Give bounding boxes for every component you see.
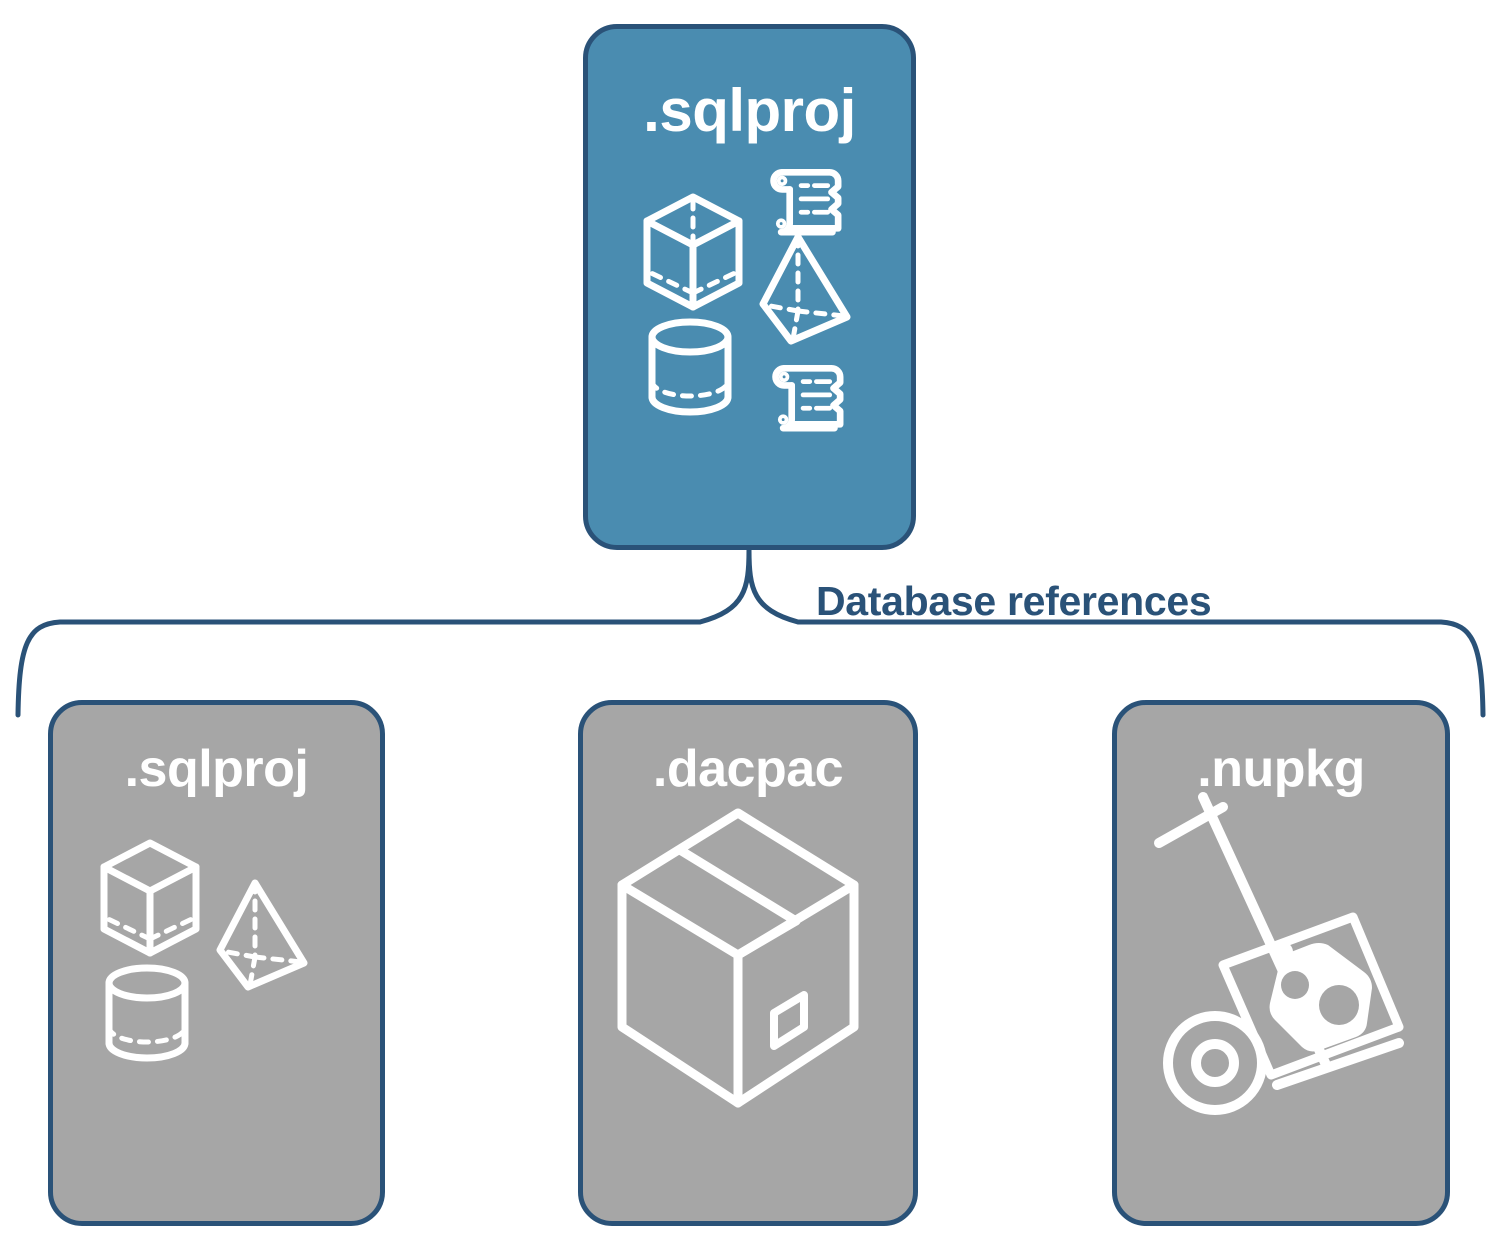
- node-root-sqlproj[interactable]: .sqlproj: [583, 24, 916, 550]
- cube-wireframe-icon: [643, 193, 742, 311]
- scroll-script-icon: [771, 364, 843, 432]
- node-ref-dacpac-label: .dacpac: [652, 740, 844, 798]
- node-ref-nupkg[interactable]: .nupkg: [1112, 700, 1450, 1226]
- pyramid-wireframe-icon: [216, 879, 307, 991]
- pyramid-wireframe-icon: [759, 233, 850, 345]
- cylinder-wireframe-icon: [105, 964, 188, 1062]
- node-ref-sqlproj[interactable]: .sqlproj: [48, 700, 385, 1226]
- cube-wireframe-icon: [100, 839, 199, 957]
- connector-label: Database references: [816, 578, 1212, 624]
- package-box-icon: [617, 808, 859, 1108]
- dacpac-icon-group: [598, 795, 898, 1125]
- cylinder-wireframe-icon: [648, 318, 731, 416]
- node-ref-nupkg-label: .nupkg: [1197, 740, 1365, 798]
- root-icon-group: [635, 159, 865, 439]
- node-ref-dacpac[interactable]: .dacpac: [578, 700, 918, 1226]
- scroll-script-icon: [769, 168, 841, 236]
- node-root-label: .sqlproj: [643, 77, 856, 144]
- hand-truck-nuget-icon: [1154, 792, 1404, 1115]
- node-ref-sqlproj-label: .sqlproj: [124, 740, 309, 798]
- nupkg-icon-group: [1131, 792, 1431, 1125]
- sqlproj-icon-group: [92, 805, 342, 1105]
